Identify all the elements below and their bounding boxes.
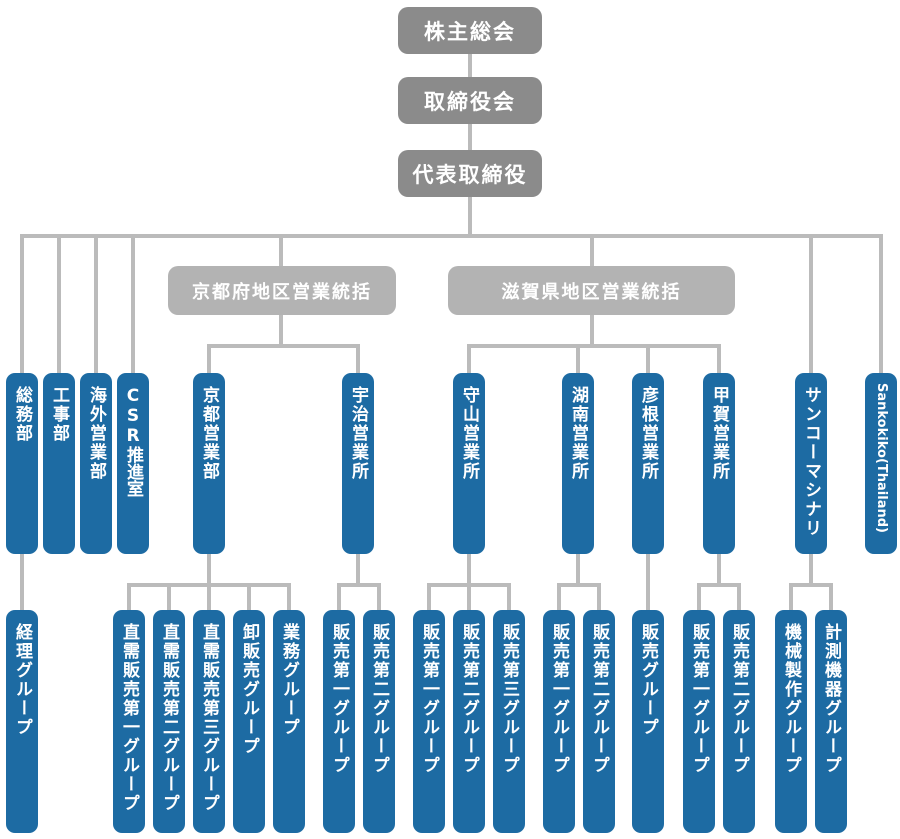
connector-line [467, 344, 471, 373]
connector-line [697, 583, 701, 612]
connector-line [597, 583, 601, 612]
connector-line [646, 554, 650, 612]
connector-line [279, 315, 283, 348]
node-general-affairs-dept: 総務部 [6, 373, 38, 554]
node-direct-sales-group-1: 直需販売第一グループ [113, 610, 145, 833]
node-kyoto-sales-dept: 京都営業部 [193, 373, 225, 554]
connector-line [20, 234, 24, 373]
node-koka-sales-group-1: 販売第一グループ [683, 610, 715, 833]
connector-line [809, 554, 813, 587]
connector-line [467, 583, 471, 612]
node-direct-sales-group-3: 直需販売第三グループ [193, 610, 225, 833]
connector-line [557, 583, 561, 612]
node-kyoto-area-sales-supervision: 京都府地区営業統括 [168, 266, 396, 315]
connector-line [789, 583, 793, 612]
connector-line [207, 344, 360, 348]
connector-line [468, 124, 472, 150]
node-overseas-sales-dept: 海外営業部 [80, 373, 112, 554]
connector-line [127, 583, 131, 612]
node-shiga-area-sales-supervision: 滋賀県地区営業統括 [448, 266, 735, 315]
connector-line [829, 583, 833, 612]
node-shareholders-meeting: 株主総会 [398, 7, 542, 54]
node-koka-sales-office: 甲賀営業所 [703, 373, 735, 554]
node-konan-sales-office: 湖南営業所 [562, 373, 594, 554]
connector-line [590, 315, 594, 348]
connector-line [576, 344, 580, 373]
node-hikone-sales-group: 販売グループ [632, 610, 664, 833]
node-direct-sales-group-2: 直需販売第二グループ [153, 610, 185, 833]
connector-line [576, 554, 580, 587]
connector-line [717, 344, 721, 373]
connector-line [207, 583, 211, 612]
connector-line [337, 583, 341, 612]
connector-line [94, 234, 98, 373]
connector-line [207, 344, 211, 373]
connector-line [167, 583, 171, 612]
connector-line [468, 197, 472, 237]
node-moriyama-sales-group-1: 販売第一グループ [413, 610, 445, 833]
node-sankokiko-thailand: Sankokiko(Thailand) [865, 373, 897, 554]
node-moriyama-sales-office: 守山営業所 [453, 373, 485, 554]
connector-line [468, 54, 472, 77]
connector-line [427, 583, 431, 612]
trunk-line [20, 234, 883, 238]
connector-line [247, 583, 251, 612]
node-csr-promotion-office: CSR推進室 [117, 373, 149, 554]
connector-line [131, 234, 135, 373]
node-construction-dept: 工事部 [43, 373, 75, 554]
connector-line [467, 554, 471, 587]
connector-line [809, 234, 813, 373]
connector-line [57, 234, 61, 373]
node-konan-sales-group-1: 販売第一グループ [543, 610, 575, 833]
node-konan-sales-group-2: 販売第二グループ [583, 610, 615, 833]
connector-line [20, 554, 24, 612]
node-wholesale-group: 卸販売グループ [233, 610, 265, 833]
node-representative-director: 代表取締役 [398, 150, 542, 197]
node-uji-sales-group-2: 販売第二グループ [363, 610, 395, 833]
node-moriyama-sales-group-3: 販売第三グループ [493, 610, 525, 833]
node-koka-sales-group-2: 販売第二グループ [723, 610, 755, 833]
connector-line [557, 583, 601, 587]
connector-line [507, 583, 511, 612]
connector-line [467, 344, 721, 348]
connector-line [279, 234, 283, 266]
node-board-of-directors: 取締役会 [398, 77, 542, 124]
connector-line [356, 554, 360, 587]
node-accounting-group: 経理グループ [6, 610, 38, 833]
connector-line [879, 234, 883, 373]
node-uji-sales-office: 宇治営業所 [342, 373, 374, 554]
connector-line [590, 234, 594, 266]
node-measuring-instruments-group: 計測機器グループ [815, 610, 847, 833]
connector-line [377, 583, 381, 612]
node-hikone-sales-office: 彦根営業所 [632, 373, 664, 554]
connector-line [646, 344, 650, 373]
connector-line [717, 554, 721, 587]
connector-line [337, 583, 381, 587]
connector-line [207, 554, 211, 587]
connector-line [737, 583, 741, 612]
node-sanko-machinery: サンコーマシナリー [769, 373, 827, 554]
connector-line [697, 583, 741, 587]
connector-line [287, 583, 291, 612]
connector-line [789, 583, 833, 587]
node-machine-production-group: 機械製作グループ [775, 610, 807, 833]
node-uji-sales-group-1: 販売第一グループ [323, 610, 355, 833]
connector-line [356, 344, 360, 373]
node-operations-group: 業務グループ [273, 610, 305, 833]
node-moriyama-sales-group-2: 販売第二グループ [453, 610, 485, 833]
